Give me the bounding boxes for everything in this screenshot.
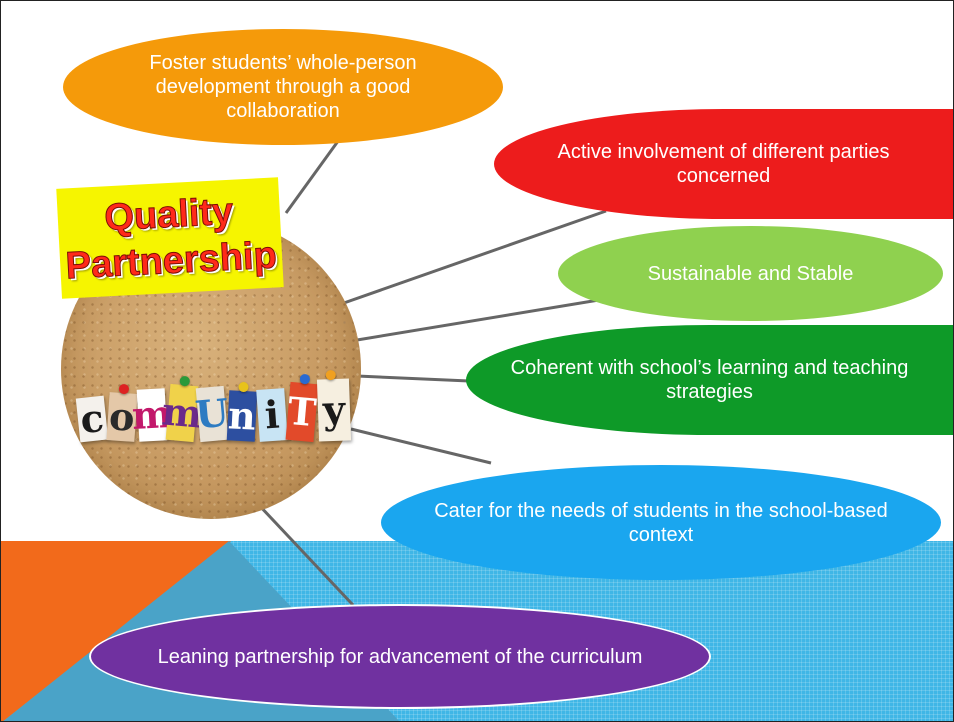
node-sustainable: Sustainable and Stable <box>558 226 943 321</box>
connector-cater-needs <box>350 427 492 465</box>
letter-cutout: c <box>75 395 109 443</box>
letter-cutout: i <box>256 388 288 442</box>
connector-whole-person <box>284 136 343 214</box>
community-letter-cutouts: c o m m U n i T y <box>73 351 355 443</box>
node-coherent: Coherent with school’s learning and teac… <box>466 325 953 435</box>
connector-sustainable <box>350 296 612 343</box>
letter-cutout: n <box>226 381 258 442</box>
connector-active-involvement <box>340 209 607 306</box>
push-pin-icon <box>118 383 130 395</box>
node-cater-needs: Cater for the needs of students in the s… <box>381 465 941 580</box>
connector-coherent <box>356 374 470 383</box>
letter-cutout: U <box>193 385 230 443</box>
push-pin-icon <box>325 369 336 381</box>
push-pin-icon <box>238 381 249 393</box>
push-pin-icon <box>179 375 191 387</box>
title-line-partnership: Partnership <box>64 234 278 288</box>
title-line-quality: Quality <box>103 190 235 240</box>
letter-cutout: y <box>316 369 352 442</box>
title-box: Quality Partnership <box>56 177 284 299</box>
node-active-involvement: Active involvement of different parties … <box>494 109 953 219</box>
node-whole-person: Foster students’ whole-person developmen… <box>63 29 503 145</box>
node-leaning-partnership: Leaning partnership for advancement of t… <box>89 604 711 709</box>
letter-cutout: T <box>285 373 319 443</box>
push-pin-icon <box>299 373 311 385</box>
connector-leaning-partnership <box>255 501 355 607</box>
